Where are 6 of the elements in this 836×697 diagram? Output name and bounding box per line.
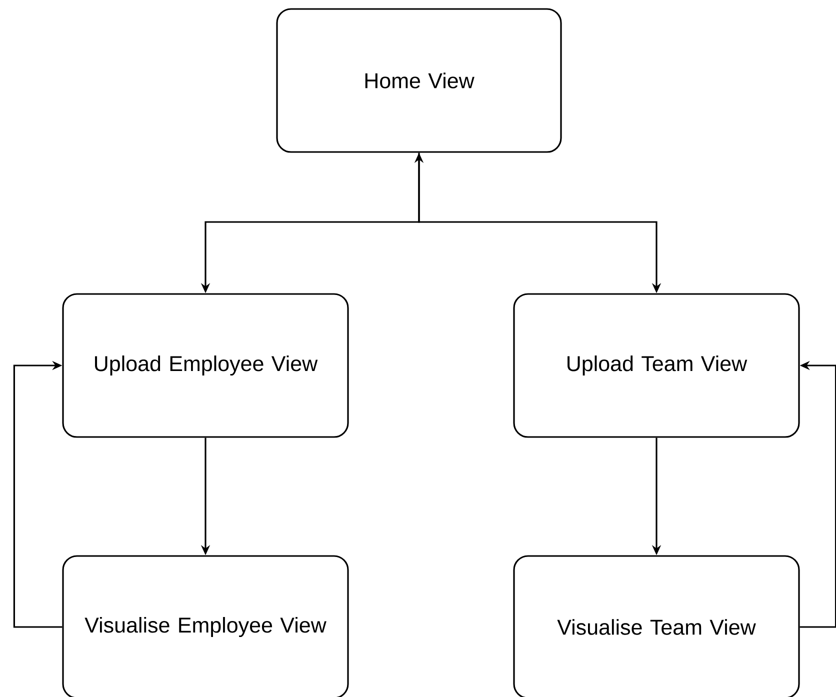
arrow (13, 360, 62, 628)
view-box: Upload Employee View (62, 293, 349, 438)
view-box: Visualise Team View (513, 555, 800, 697)
view-box: Visualise Employee View (62, 555, 349, 697)
view-box: Home View (276, 8, 562, 153)
view-box: Upload Team View (513, 293, 800, 438)
